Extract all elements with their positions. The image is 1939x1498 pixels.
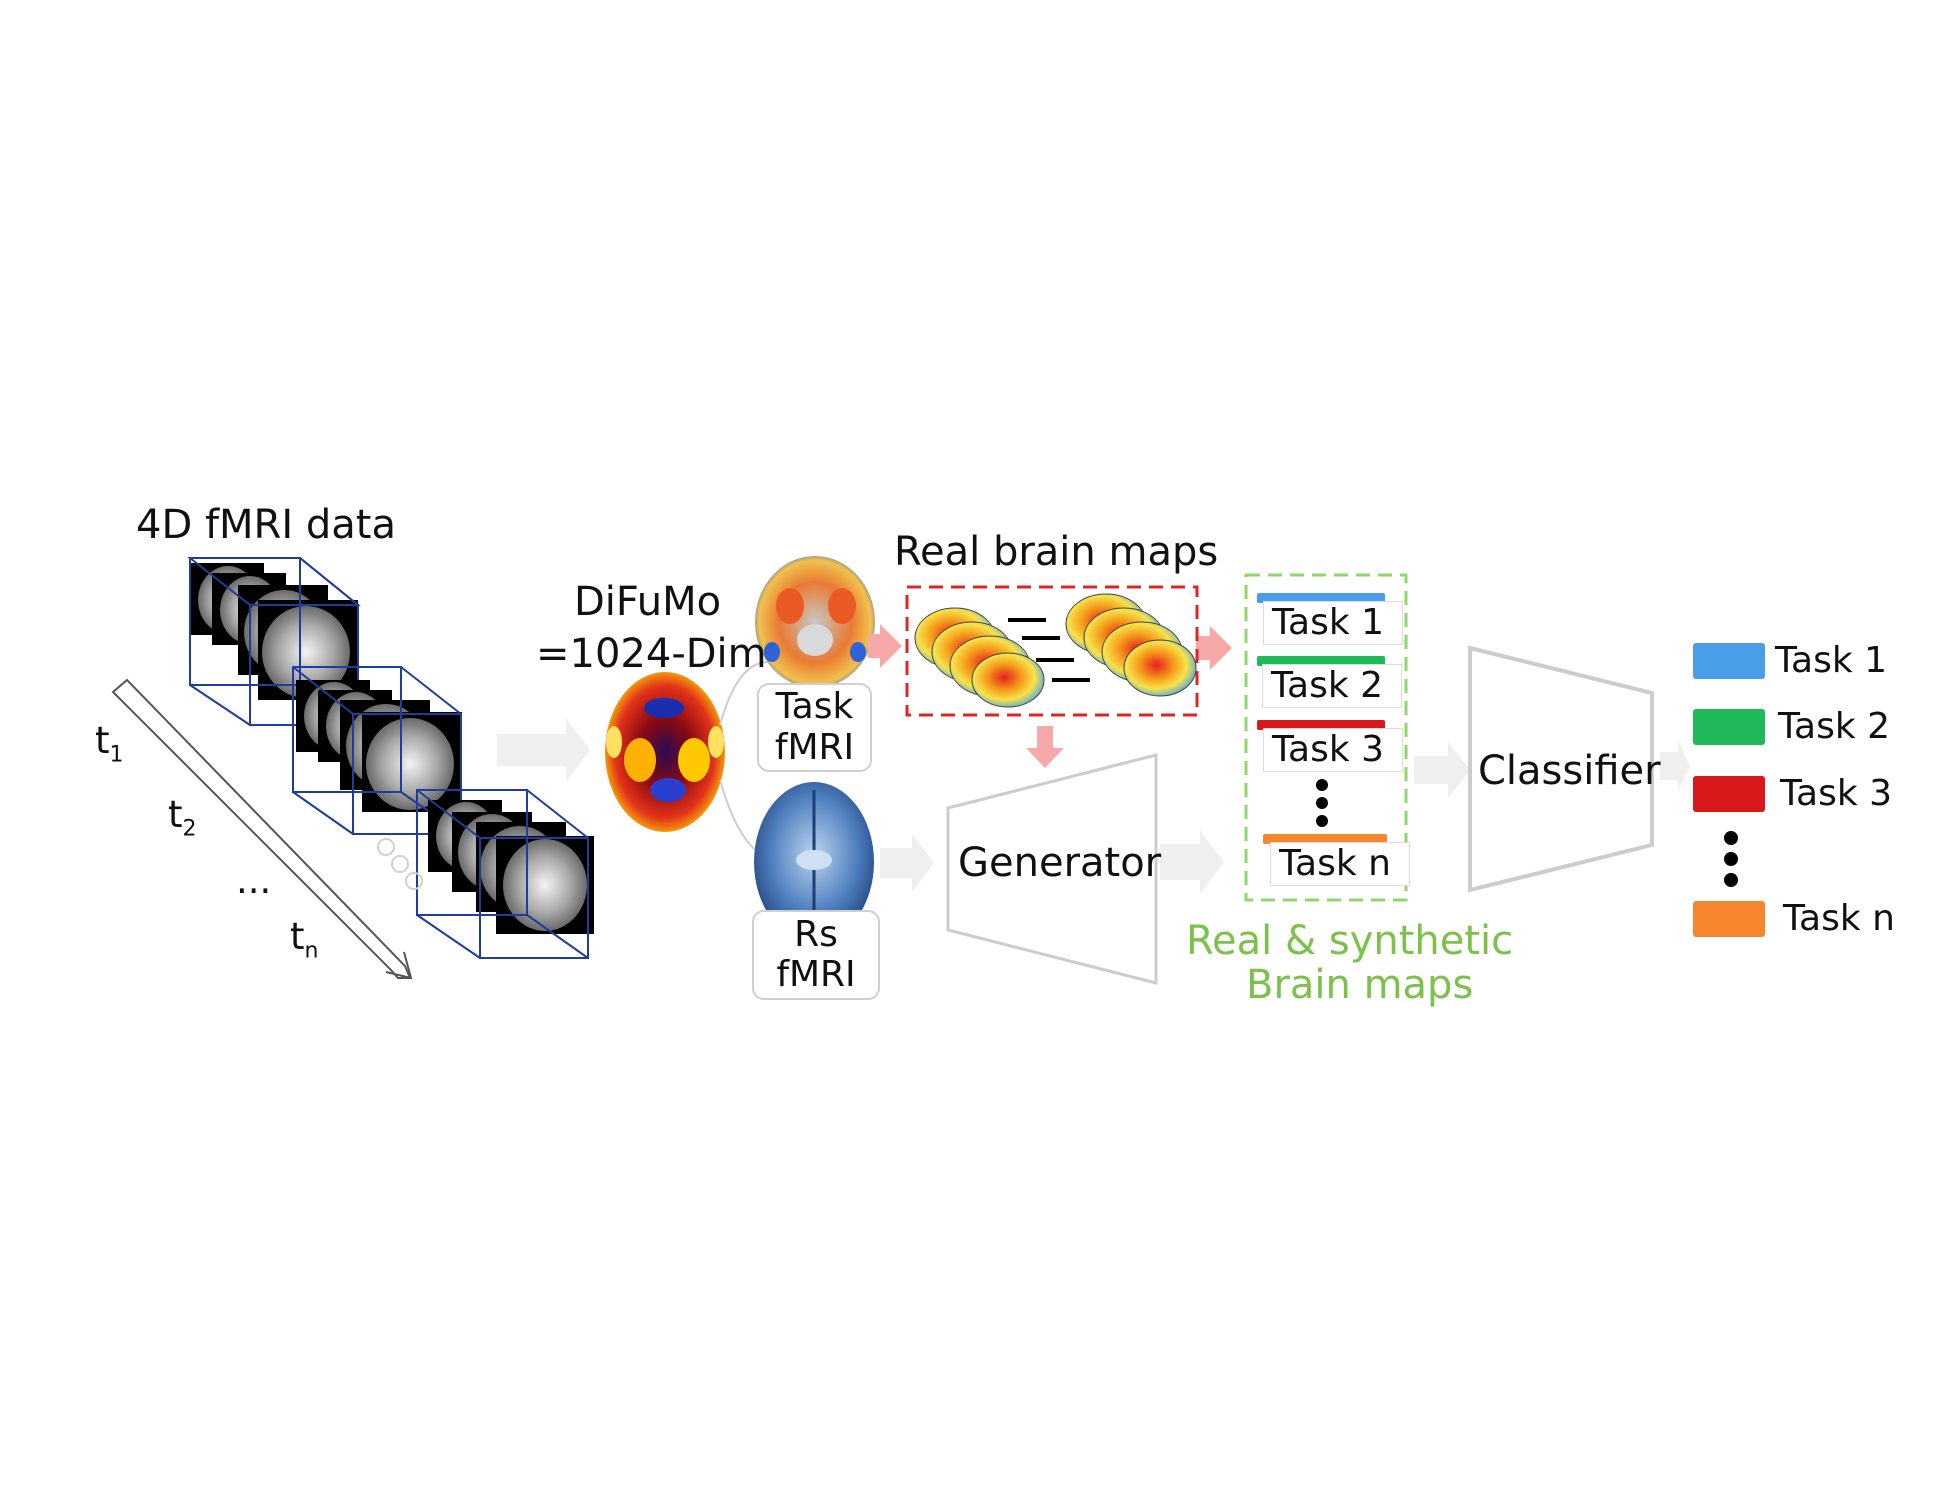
difumo-brain (605, 672, 725, 832)
legend-swatch-1 (1693, 643, 1765, 679)
synthetic-caption-line2: Brain maps (1246, 962, 1474, 1008)
rs-fmri-line1: Rs (794, 913, 838, 955)
arrow-real-maps-to-generator (1026, 726, 1064, 768)
stack-task-3: Task 3 (1263, 728, 1403, 772)
stack-task-1: Task 1 (1263, 601, 1403, 645)
legend-label-3: Task 3 (1780, 773, 1893, 814)
stack-vertical-dots (1316, 779, 1328, 827)
task-fmri-label-box: Task fMRI (757, 683, 872, 772)
rs-fmri-line2: fMRI (776, 954, 856, 995)
stack-strip-2 (1257, 656, 1385, 666)
tn-base: t (290, 915, 305, 958)
fmri-cube-2 (292, 666, 462, 835)
arrow-rs-to-generator (880, 834, 934, 892)
classifier-label: Classifier (1478, 748, 1661, 794)
time-label-ellipsis: ... (236, 859, 272, 902)
rs-fmri-label-box: Rs fMRI (752, 910, 880, 1000)
t1-sub: 1 (109, 742, 124, 768)
tn-sub: n (304, 938, 319, 964)
arrow-generator-to-stack (1160, 830, 1224, 894)
time-label-t2: t2 (168, 796, 197, 840)
fmri-cube-1 (187, 557, 361, 726)
stack-strip-1 (1257, 593, 1385, 603)
arrow-stack-to-classifier (1414, 742, 1470, 798)
legend-swatch-3 (1693, 776, 1765, 812)
stack-task-n: Task n (1270, 842, 1410, 886)
real-maps-dots (1008, 618, 1090, 682)
time-label-t1: t1 (95, 722, 124, 766)
arrow-data-to-difumo (497, 718, 590, 782)
stack-strip-n (1263, 834, 1387, 844)
legend-label-n: Task n (1783, 898, 1895, 939)
legend-swatch-2 (1693, 709, 1765, 745)
legend-label-1: Task 1 (1775, 640, 1888, 681)
legend-vertical-dots (1724, 831, 1738, 887)
legend-label-2: Task 2 (1778, 706, 1891, 747)
stack-task-2: Task 2 (1262, 664, 1402, 708)
connector-to-task (719, 660, 771, 726)
task-fmri-brain (755, 556, 875, 688)
generator-label: Generator (958, 840, 1162, 886)
arrow-real-maps-to-stack (1196, 626, 1232, 670)
arrow-task-to-real-maps (868, 624, 902, 668)
t1-base: t (95, 719, 110, 762)
legend-swatch-n (1693, 901, 1765, 937)
time-arrow (111, 678, 413, 980)
real-brain-maps-box (905, 585, 1199, 717)
ellipsis-circles (377, 838, 423, 890)
stack-strip-3 (1257, 720, 1385, 730)
task-fmri-line2: fMRI (774, 726, 855, 768)
fmri-data-title: 4D fMRI data (136, 502, 396, 548)
synthetic-caption-line1: Real & synthetic (1186, 918, 1514, 964)
task-fmri-line1: Task (775, 686, 854, 728)
t2-base: t (168, 793, 183, 836)
t2-sub: 2 (182, 816, 197, 842)
classifier-shape (1468, 645, 1654, 893)
synthetic-maps-box (1244, 573, 1408, 902)
generator-shape (946, 753, 1158, 985)
time-label-tn: tn (290, 918, 318, 962)
arrow-classifier-to-legend (1660, 740, 1690, 792)
difumo-label-line2: =1024-Dim (536, 631, 767, 677)
fmri-cube-3 (416, 789, 594, 959)
real-brain-maps-title: Real brain maps (894, 529, 1219, 575)
real-brain-map-thumbs (914, 593, 1197, 708)
difumo-label-line1: DiFuMo (574, 579, 722, 625)
